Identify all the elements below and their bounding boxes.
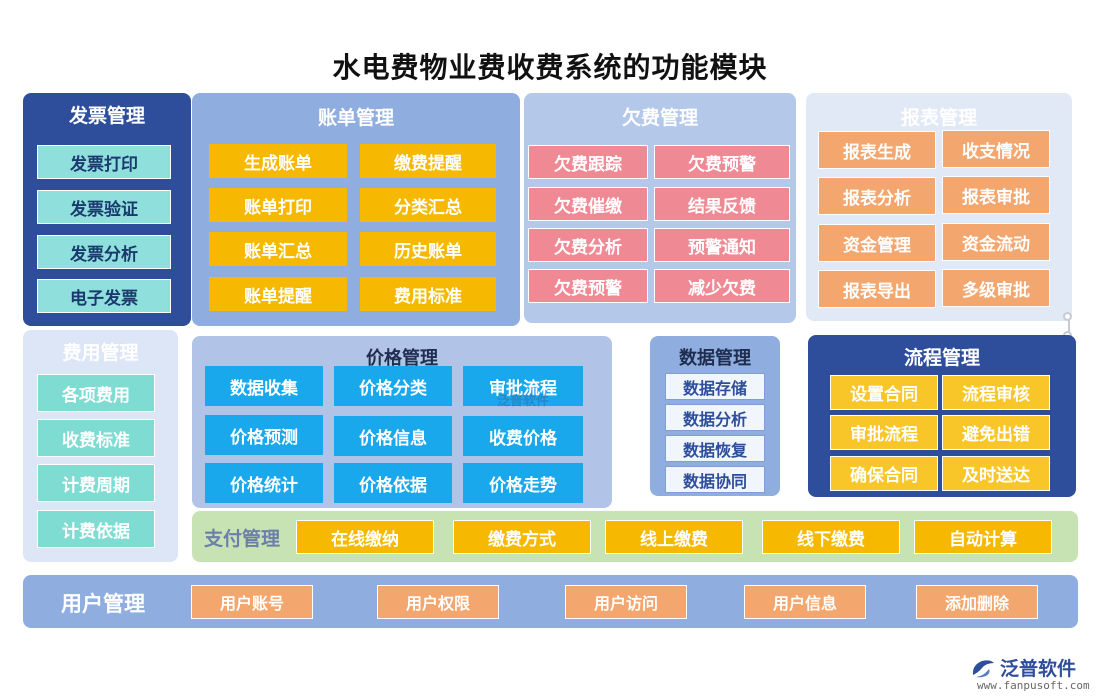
brand-logo: 泛普软件 xyxy=(970,654,1076,681)
user-item[interactable]: 添加删除 xyxy=(916,585,1038,619)
bill-panel-title: 账单管理 xyxy=(317,107,394,129)
data-item[interactable]: 数据恢复 xyxy=(665,435,765,462)
price-item[interactable]: 审批流程 xyxy=(463,366,583,406)
bill-item[interactable]: 历史账单 xyxy=(360,232,496,266)
fee-item[interactable]: 各项费用 xyxy=(37,374,155,412)
price-item[interactable]: 收费价格 xyxy=(463,416,583,456)
price-item[interactable]: 价格走势 xyxy=(463,463,583,503)
price-item[interactable]: 价格分类 xyxy=(334,366,452,406)
arrears-item[interactable]: 欠费分析 xyxy=(528,228,648,262)
flow-management-panel: 流程管理 设置合同 流程审核 审批流程 避免出错 确保合同 及时送达 xyxy=(808,335,1076,497)
flow-item[interactable]: 流程审核 xyxy=(942,375,1050,410)
flow-item[interactable]: 避免出错 xyxy=(942,415,1050,450)
bill-management-panel: 账单管理 生成账单 缴费提醒 账单打印 分类汇总 账单汇总 历史账单 账单提醒 … xyxy=(192,93,520,326)
arrears-item[interactable]: 结果反馈 xyxy=(654,187,790,221)
invoice-item[interactable]: 发票验证 xyxy=(37,190,171,224)
connector-dot xyxy=(1063,312,1072,321)
bill-item[interactable]: 分类汇总 xyxy=(360,188,496,222)
price-panel-title: 价格管理 xyxy=(366,348,438,369)
flow-item[interactable]: 确保合同 xyxy=(830,456,938,491)
watermark-text: 泛普软件 xyxy=(497,394,550,409)
fee-item[interactable]: 计费周期 xyxy=(37,464,155,502)
payment-item[interactable]: 线上缴费 xyxy=(605,520,743,554)
bill-item[interactable]: 缴费提醒 xyxy=(360,144,496,178)
payment-item[interactable]: 自动计算 xyxy=(914,520,1052,554)
logo-text: 泛普软件 xyxy=(1000,658,1077,680)
data-item[interactable]: 数据协同 xyxy=(665,466,765,493)
price-item[interactable]: 价格依据 xyxy=(334,463,452,503)
user-item[interactable]: 用户访问 xyxy=(565,585,687,619)
price-item[interactable]: 价格信息 xyxy=(334,416,452,456)
report-item[interactable]: 资金流动 xyxy=(942,223,1050,261)
flow-item[interactable]: 及时送达 xyxy=(942,456,1050,491)
user-item[interactable]: 用户账号 xyxy=(191,585,313,619)
bill-item[interactable]: 账单提醒 xyxy=(209,277,347,311)
data-panel-title: 数据管理 xyxy=(679,348,751,369)
invoice-item[interactable]: 发票打印 xyxy=(37,145,171,179)
arrears-item[interactable]: 欠费预警 xyxy=(654,145,790,179)
bill-item[interactable]: 生成账单 xyxy=(209,144,347,178)
price-item[interactable]: 数据收集 xyxy=(205,366,323,406)
report-item[interactable]: 报表审批 xyxy=(942,176,1050,214)
payment-item[interactable]: 线下缴费 xyxy=(762,520,900,554)
flow-panel-title: 流程管理 xyxy=(903,347,980,369)
arrears-item[interactable]: 欠费预警 xyxy=(528,269,648,303)
report-item[interactable]: 报表生成 xyxy=(818,131,936,169)
bill-item[interactable]: 费用标准 xyxy=(360,277,496,311)
data-item[interactable]: 数据存储 xyxy=(665,373,765,400)
arrears-panel-title: 欠费管理 xyxy=(621,107,698,129)
logo-url: www.fanpusoft.com xyxy=(977,679,1090,692)
arrears-item[interactable]: 预警通知 xyxy=(654,228,790,262)
price-item[interactable]: 价格预测 xyxy=(205,415,323,455)
report-item[interactable]: 报表分析 xyxy=(818,177,936,215)
arrears-item[interactable]: 减少欠费 xyxy=(654,269,790,303)
fee-management-panel: 费用管理 各项费用 收费标准 计费周期 计费依据 xyxy=(23,330,178,562)
user-item[interactable]: 用户权限 xyxy=(377,585,499,619)
report-item[interactable]: 收支情况 xyxy=(942,130,1050,168)
data-item[interactable]: 数据分析 xyxy=(665,404,765,431)
data-management-panel: 数据管理 数据存储 数据分析 数据恢复 数据协同 xyxy=(650,336,780,496)
report-item[interactable]: 报表导出 xyxy=(818,270,936,308)
report-management-panel: 报表管理 报表生成 收支情况 报表分析 报表审批 资金管理 资金流动 报表导出 … xyxy=(806,93,1072,321)
arrears-item[interactable]: 欠费催缴 xyxy=(528,187,648,221)
report-item[interactable]: 多级审批 xyxy=(942,269,1050,307)
payment-panel-title: 支付管理 xyxy=(204,528,281,550)
arrears-management-panel: 欠费管理 欠费跟踪 欠费预警 欠费催缴 结果反馈 欠费分析 预警通知 欠费预警 … xyxy=(524,93,796,323)
fee-panel-title: 费用管理 xyxy=(62,342,139,364)
price-item[interactable]: 价格统计 xyxy=(205,463,323,503)
price-management-panel: 价格管理 数据收集 价格分类 审批流程 价格预测 价格信息 收费价格 价格统计 … xyxy=(192,336,612,508)
fee-item[interactable]: 计费依据 xyxy=(37,510,155,548)
bill-item[interactable]: 账单打印 xyxy=(209,188,347,222)
connector-line xyxy=(1068,318,1070,336)
invoice-item[interactable]: 发票分析 xyxy=(37,235,171,269)
report-item[interactable]: 资金管理 xyxy=(818,224,936,262)
fanpu-logo-icon xyxy=(972,659,994,677)
payment-item[interactable]: 缴费方式 xyxy=(453,520,591,554)
user-item[interactable]: 用户信息 xyxy=(744,585,866,619)
user-panel-title: 用户管理 xyxy=(61,592,145,616)
bill-item[interactable]: 账单汇总 xyxy=(209,232,347,266)
payment-item[interactable]: 在线缴纳 xyxy=(296,520,434,554)
invoice-item[interactable]: 电子发票 xyxy=(37,279,171,313)
flow-item[interactable]: 审批流程 xyxy=(830,415,938,450)
fee-item[interactable]: 收费标准 xyxy=(37,419,155,457)
arrears-item[interactable]: 欠费跟踪 xyxy=(528,145,648,179)
user-management-panel: 用户管理 用户账号 用户权限 用户访问 用户信息 添加删除 xyxy=(23,575,1078,628)
page-title: 水电费物业费收费系统的功能模块 xyxy=(332,51,768,84)
invoice-panel-title: 发票管理 xyxy=(68,105,145,127)
payment-management-panel: 支付管理 在线缴纳 缴费方式 线上缴费 线下缴费 自动计算 xyxy=(192,511,1078,562)
invoice-management-panel: 发票管理 发票打印 发票验证 发票分析 电子发票 xyxy=(23,93,191,326)
flow-item[interactable]: 设置合同 xyxy=(830,375,938,410)
report-panel-title: 报表管理 xyxy=(900,107,977,129)
